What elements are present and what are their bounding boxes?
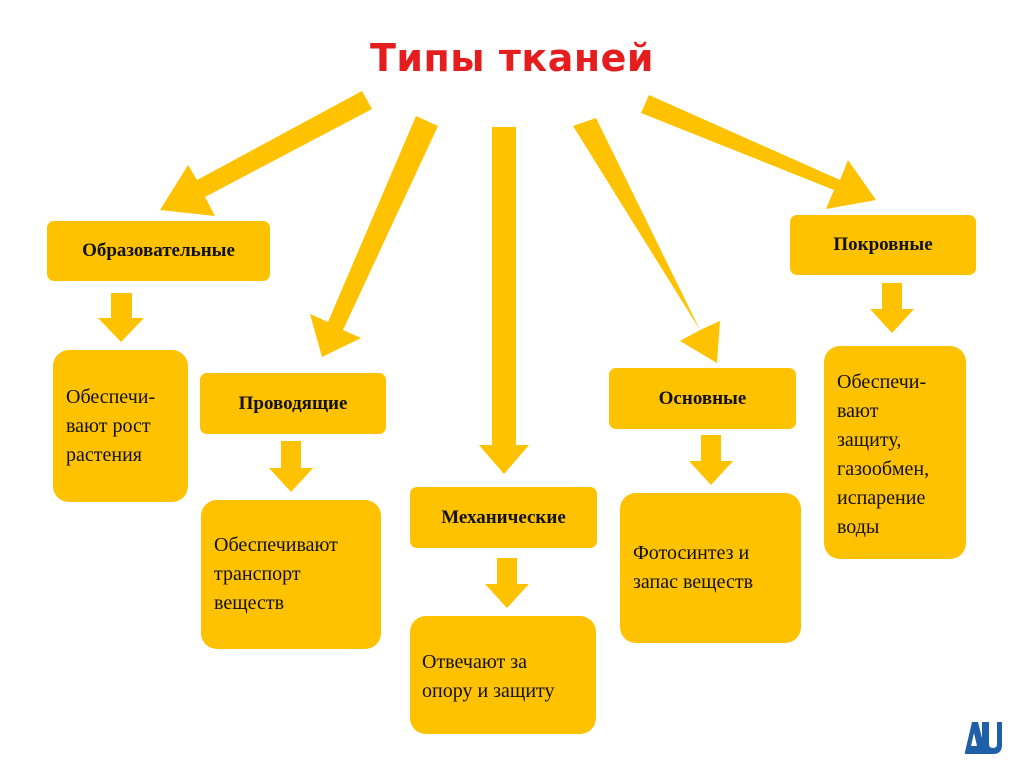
header-mekhanicheskie: Механические	[410, 487, 597, 548]
small-arrow-pokrovnye	[870, 283, 914, 333]
au-logo-icon	[965, 722, 1002, 754]
desc-pokrovnye: Обеспечи- вают защиту, газообмен, испаре…	[824, 346, 966, 559]
desc-osnovnye: Фотосинтез и запас веществ	[620, 493, 801, 643]
desc-obrazovatelnye: Обеспечи- вают рост растения	[53, 350, 188, 502]
small-arrow-obrazovatelnye	[98, 293, 144, 342]
desc-provodyashchie: Обеспечивают транспорт веществ	[201, 500, 381, 649]
arrow-to-provodyashchie	[310, 116, 438, 357]
arrow-to-osnovnye	[573, 118, 720, 363]
header-pokrovnye: Покровные	[790, 215, 976, 275]
small-arrow-provodyashchie	[269, 441, 313, 492]
header-osnovnye: Основные	[609, 368, 796, 429]
small-arrow-osnovnye	[689, 435, 733, 485]
header-obrazovatelnye: Образовательные	[47, 221, 270, 281]
desc-mekhanicheskie: Отвечают за опору и защиту	[410, 616, 596, 734]
header-provodyashchie: Проводящие	[200, 373, 386, 434]
arrow-to-mekhanicheskie	[479, 127, 529, 474]
arrow-to-obrazovatelnye	[160, 91, 372, 216]
small-arrow-mekhanicheskie	[485, 558, 529, 608]
diagram-title: Типы тканей	[369, 36, 654, 80]
arrow-to-pokrovnye	[641, 95, 876, 209]
